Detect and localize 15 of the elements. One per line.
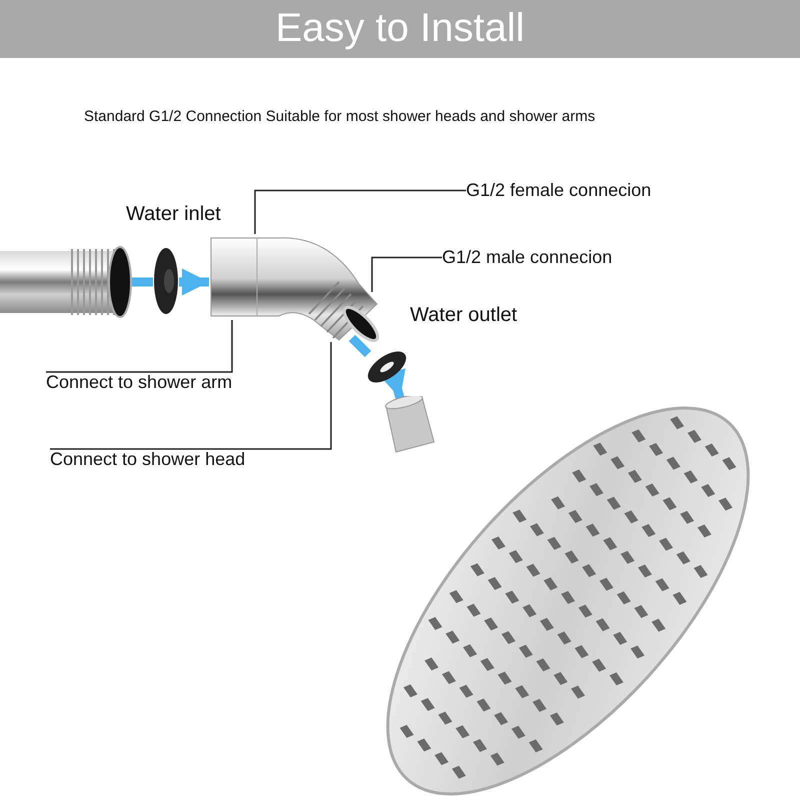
callout-text: G1/2 female connecion bbox=[466, 180, 652, 201]
leader-line bbox=[50, 342, 332, 450]
part-label: Water outlet bbox=[410, 304, 518, 327]
washer-drawing bbox=[153, 247, 179, 315]
callout-text: G1/2 male connecion bbox=[442, 247, 612, 268]
callout-text: Connect to shower arm bbox=[46, 372, 232, 393]
leader-line bbox=[371, 256, 442, 292]
leader-line bbox=[254, 190, 466, 234]
leader-line bbox=[46, 320, 233, 373]
title-text: Easy to Install bbox=[274, 6, 526, 51]
part-label: Water inlet bbox=[126, 203, 221, 226]
shower-arm-drawing bbox=[0, 245, 132, 319]
arrow bbox=[179, 268, 209, 296]
subtitle-text: Standard G1/2 Connection Suitable for most shower heads and shower arms bbox=[84, 108, 596, 125]
callout-text: Connect to shower head bbox=[50, 449, 246, 470]
